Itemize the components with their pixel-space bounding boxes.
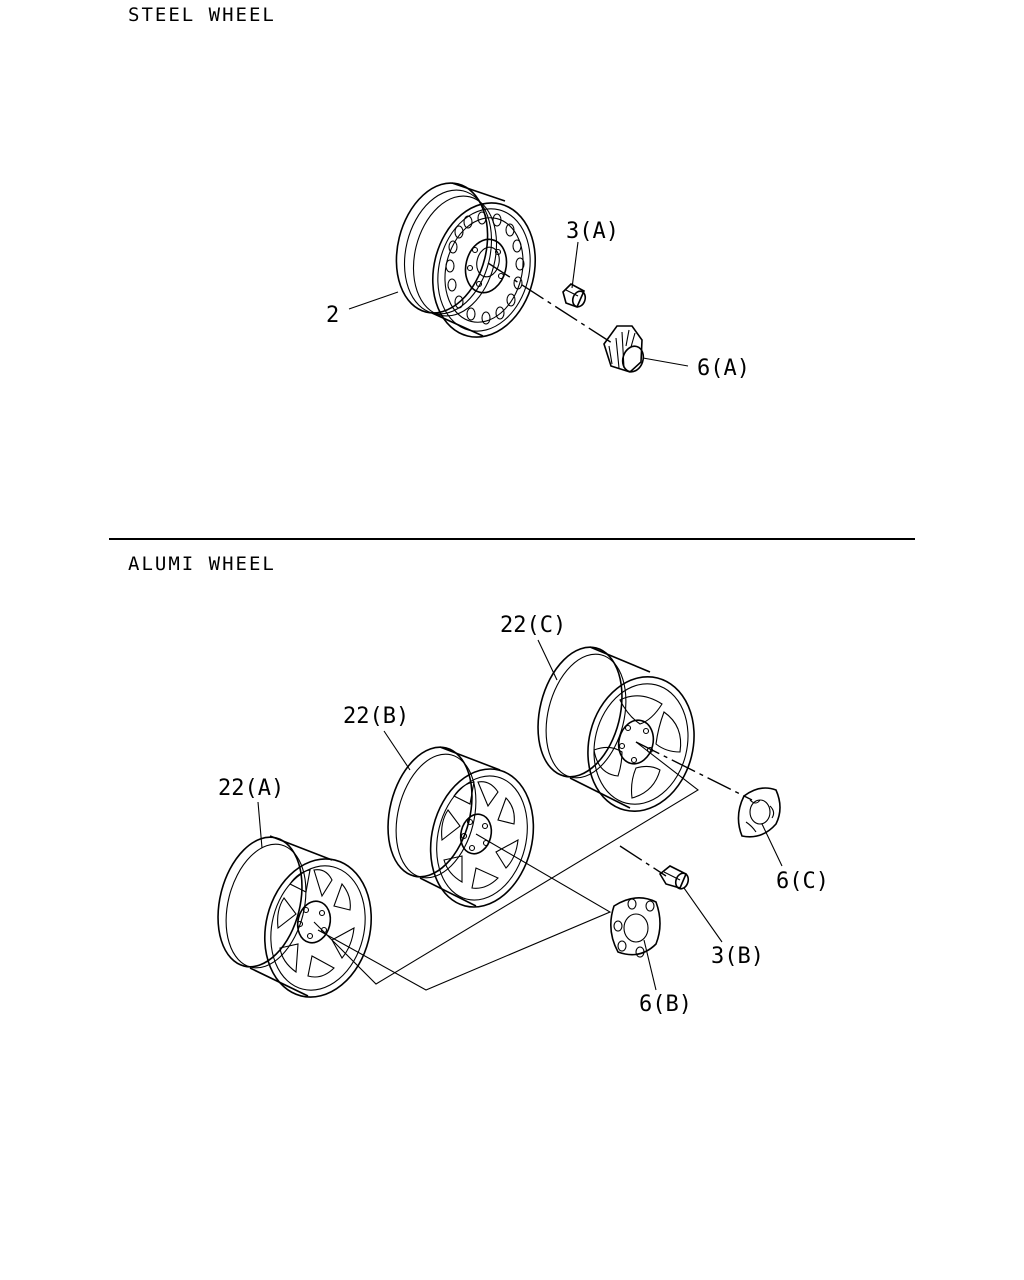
label-part-3a: 3(A) <box>566 219 619 244</box>
label-part-6b: 6(B) <box>639 992 692 1017</box>
wheel-nut-3b <box>658 865 690 890</box>
leader-22c <box>537 639 558 681</box>
steel-centerline <box>487 262 613 344</box>
assembly-line-upper <box>313 741 699 985</box>
label-part-22a: 22(A) <box>218 776 284 801</box>
center-cap-6b <box>610 897 661 958</box>
label-part-22c: 22(C) <box>500 613 566 638</box>
label-part-22b: 22(B) <box>343 704 409 729</box>
center-cap-6c <box>737 787 781 838</box>
centerline-22c <box>635 741 753 801</box>
leader-6b <box>643 939 657 991</box>
steel-wheel-section-title: STEEL WHEEL <box>128 4 276 26</box>
steel-wheel-part-2 <box>395 182 537 338</box>
leader-3a <box>571 241 579 289</box>
label-part-6a: 6(A) <box>697 356 750 381</box>
label-part-2: 2 <box>326 303 339 328</box>
section-divider <box>109 538 915 540</box>
leader-22a <box>257 801 263 849</box>
alumi-wheel-22b <box>387 746 535 908</box>
label-part-6c: 6(C) <box>776 869 829 894</box>
hub-cap-6a <box>603 325 645 373</box>
alumi-wheel-22a <box>217 835 373 998</box>
leader-2 <box>348 291 399 310</box>
centerline-nut-3b <box>619 845 667 877</box>
label-part-3b: 3(B) <box>711 944 764 969</box>
wheel-nut-3a <box>562 283 587 309</box>
alumi-wheel-section-title: ALUMI WHEEL <box>128 553 276 575</box>
assembly-line-lower <box>317 833 612 991</box>
leader-6c <box>761 823 783 867</box>
leader-3b <box>683 887 723 943</box>
alumi-wheel-22c <box>537 646 695 812</box>
leader-22b <box>383 730 411 771</box>
leader-6a <box>642 357 689 367</box>
